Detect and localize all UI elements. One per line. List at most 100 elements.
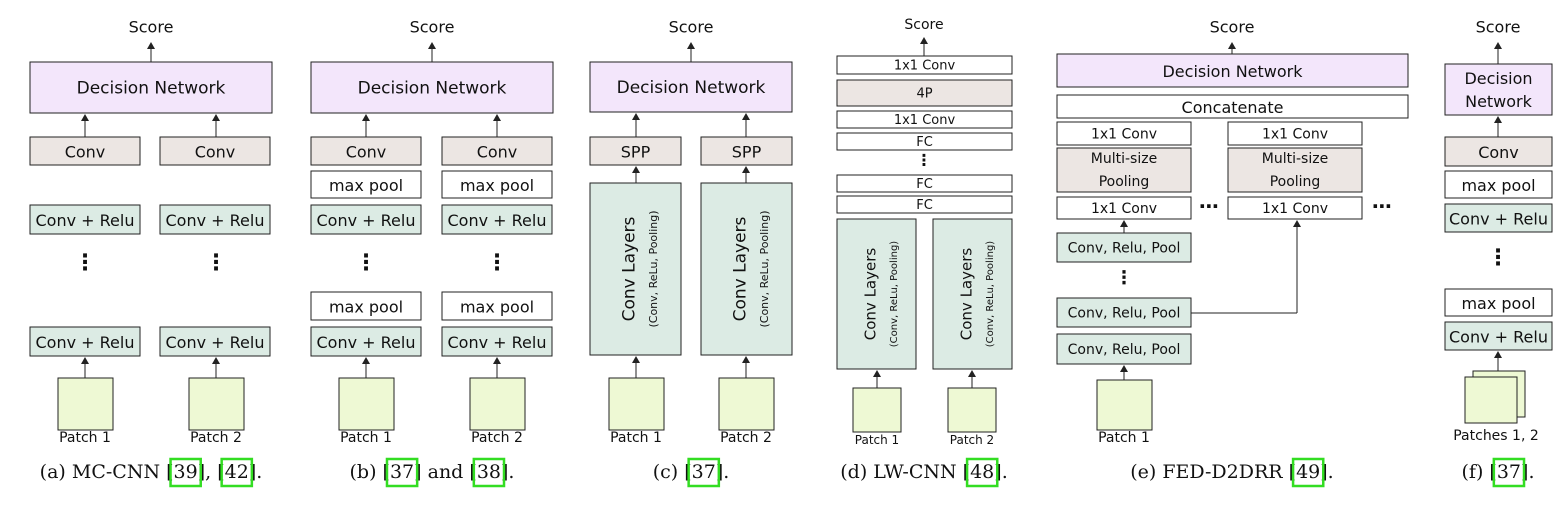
e-1x1-conv-bottom-2 <box>1227 196 1363 220</box>
caption-f-ref-box-1 <box>1492 457 1526 488</box>
b-vdots-1: ⋮ <box>355 251 377 276</box>
caption-b-ref-box-2 <box>472 457 506 488</box>
caption-b-text-4: . <box>508 461 514 483</box>
caption-c-text-2: . <box>723 461 729 483</box>
d-conv-layers-2-title: Conv Layers <box>958 248 976 341</box>
b-conv-relu-bottom-1-label: Conv + Relu <box>317 333 416 352</box>
e-conv-relu-pool-top-label: Conv, Relu, Pool <box>1068 241 1181 257</box>
caption-d: (d) LW-CNN [48]. <box>840 461 1007 483</box>
e-multisize-pooling-1-label-2: Pooling <box>1099 174 1150 190</box>
f-conv-relu-bottom <box>1444 321 1553 351</box>
d-conv-layers-1-subtitle: (Conv, ReLu, Pooling) <box>889 241 900 348</box>
b-conv-2-label: Conv <box>477 143 518 162</box>
d-fc-top <box>836 132 1013 151</box>
e-hdots-2: ⋯ <box>1372 194 1392 218</box>
b-patch-label-2: Patch 2 <box>471 430 523 446</box>
c-conv-layers-2-title: Conv Layers <box>731 216 751 321</box>
c-decision-network <box>589 61 793 113</box>
b-conv-relu-top-2-label: Conv + Relu <box>448 211 547 230</box>
d-patch-2 <box>947 387 997 433</box>
c-conv-layers-2 <box>700 182 793 356</box>
a-patch-label-2: Patch 2 <box>190 430 242 446</box>
f-conv <box>1444 136 1553 167</box>
e-decision-network-label: Decision Network <box>1162 62 1303 81</box>
c-conv-layers-1-subtitle: (Conv, ReLu, Pooling) <box>647 210 660 327</box>
d-conv-layers-1 <box>836 218 917 370</box>
caption-e-text-0: (e) FED-D2DRR <box>1130 461 1288 483</box>
e-decision-network <box>1056 53 1409 88</box>
a-conv-relu-top-2 <box>159 204 271 235</box>
caption-b-ref-box-1 <box>385 457 419 488</box>
f-vdots: ⋮ <box>1487 246 1509 271</box>
f-max-pool-bottom-label: max pool <box>1461 294 1535 313</box>
a-decision-network <box>29 61 273 114</box>
e-patch-1 <box>1096 379 1153 431</box>
f-decision-network-label-2: Network <box>1465 92 1533 111</box>
e-multisize-pooling-2-label-1: Multi-size <box>1262 151 1328 167</box>
caption-d-ref-48[interactable]: 48 <box>970 461 994 483</box>
a-conv-relu-top-1-label: Conv + Relu <box>36 211 135 230</box>
e-1x1-conv-top-2 <box>1227 121 1363 146</box>
b-conv-relu-top-1 <box>310 204 422 235</box>
d-conv-layers-2 <box>932 218 1013 370</box>
b-max-pool-top-2-label: max pool <box>460 176 534 195</box>
d-1x1-conv-mid <box>836 110 1013 129</box>
a-conv-2 <box>159 136 271 166</box>
caption-e-ref-49[interactable]: 49 <box>1296 461 1320 483</box>
c-patch-2 <box>718 377 775 431</box>
f-patches-label: Patches 1, 2 <box>1453 428 1539 444</box>
b-max-pool-top-1-label: max pool <box>329 176 403 195</box>
caption-f-text-0: (f) <box>1462 461 1490 483</box>
d-1x1-conv-mid-label: 1x1 Conv <box>894 113 956 128</box>
b-conv-2 <box>441 136 553 166</box>
caption-a-ref-box-2 <box>220 457 254 488</box>
f-max-pool-bottom <box>1444 288 1553 317</box>
b-patch-label-1: Patch 1 <box>340 430 392 446</box>
e-patch-label-1: Patch 1 <box>1098 430 1150 446</box>
d-patch-1 <box>852 387 902 433</box>
a-decision-network-label: Decision Network <box>77 79 226 99</box>
c-patch-label-1: Patch 1 <box>610 430 662 446</box>
caption-c-ref-37[interactable]: 37 <box>692 461 716 483</box>
f-conv-relu-top-label: Conv + Relu <box>1449 210 1548 229</box>
caption-b-text-0: (b) <box>350 461 383 483</box>
d-fc-bottom-label: FC <box>916 198 933 213</box>
e-1x1-conv-top-1 <box>1056 121 1192 146</box>
b-conv-1-label: Conv <box>346 143 387 162</box>
c-decision-network-label: Decision Network <box>617 78 766 98</box>
caption-b-text-2: and <box>422 461 470 483</box>
caption-a-ref-42[interactable]: 42 <box>225 461 249 483</box>
caption-f-text-2: . <box>1528 461 1534 483</box>
caption-a-ref-39[interactable]: 39 <box>174 461 198 483</box>
d-4p <box>836 79 1013 107</box>
caption-b-ref-38[interactable]: 38 <box>477 461 501 483</box>
c-spp-1 <box>589 136 682 166</box>
caption-b-ref-37[interactable]: 37 <box>390 461 414 483</box>
c-conv-layers-1-title: Conv Layers <box>620 216 640 321</box>
e-score: Score <box>1210 18 1255 37</box>
caption-d-text-2: . <box>1002 461 1008 483</box>
b-max-pool-top-1 <box>310 170 422 199</box>
f-decision-network <box>1444 63 1553 116</box>
b-conv-relu-top-1-label: Conv + Relu <box>317 211 416 230</box>
e-conv-relu-pool-mid-label: Conv, Relu, Pool <box>1068 306 1181 322</box>
b-vdots-2: ⋮ <box>486 251 508 276</box>
b-max-pool-bottom-2 <box>441 291 553 321</box>
caption-a-text-0: (a) MC-CNN <box>40 461 166 483</box>
e-conv-relu-pool-top <box>1056 232 1192 263</box>
e-vdots: ⋮ <box>1115 268 1133 289</box>
c-patch-label-2: Patch 2 <box>720 430 772 446</box>
a-conv-2-label: Conv <box>195 143 236 162</box>
caption-d-ref-box-1 <box>965 457 999 488</box>
b-patch-1 <box>338 377 395 431</box>
caption-b: (b) [37] and [38]. <box>350 461 515 483</box>
caption-f-ref-37[interactable]: 37 <box>1497 461 1521 483</box>
a-conv-relu-bottom-1-label: Conv + Relu <box>36 333 135 352</box>
b-patch-2 <box>469 377 526 431</box>
b-decision-network <box>310 61 554 114</box>
f-conv-relu-top <box>1444 203 1553 233</box>
d-fc-mid <box>836 174 1013 193</box>
e-1x1-conv-bottom-1 <box>1056 196 1192 220</box>
e-hdots-1: ⋯ <box>1199 194 1219 218</box>
